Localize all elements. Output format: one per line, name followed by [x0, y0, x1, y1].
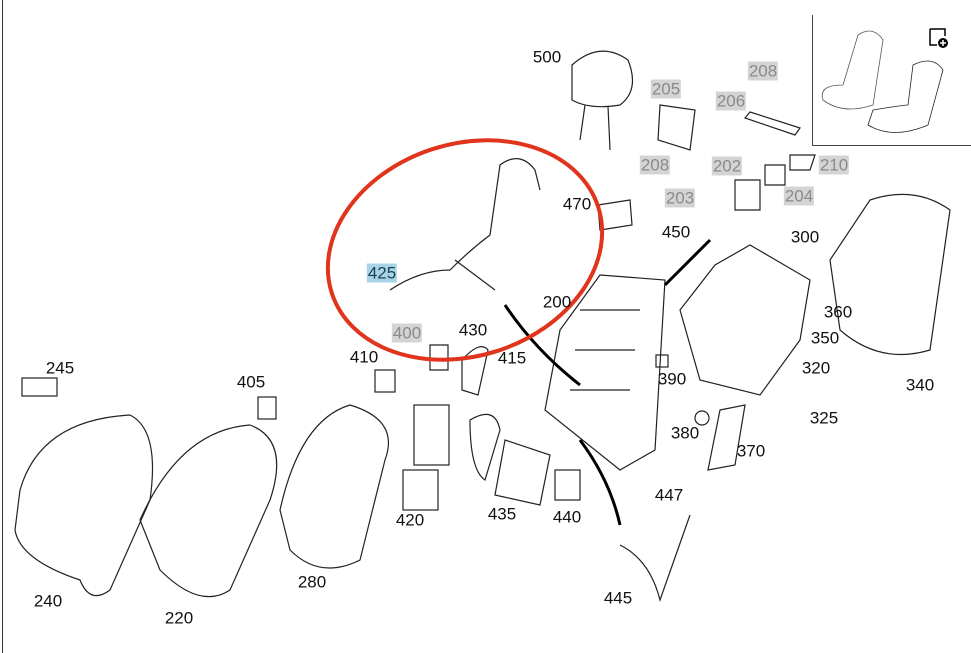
callout-320[interactable]: 320	[801, 358, 831, 378]
part-cushion-280	[279, 404, 389, 569]
part-415	[461, 346, 489, 396]
part-440	[554, 469, 581, 501]
callout-280[interactable]: 280	[297, 572, 327, 592]
callout-220[interactable]: 220	[164, 608, 194, 628]
callout-206[interactable]: 206	[715, 91, 747, 111]
callout-340[interactable]: 340	[905, 375, 935, 395]
callout-360[interactable]: 360	[823, 302, 853, 322]
arrow-2	[578, 439, 622, 526]
callout-208[interactable]: 208	[639, 155, 671, 175]
part-202	[734, 179, 761, 211]
callout-435[interactable]: 435	[487, 504, 517, 524]
callout-440[interactable]: 440	[552, 507, 582, 527]
part-430	[429, 344, 449, 371]
overview-seat-ghost	[821, 30, 884, 110]
callout-500[interactable]: 500	[532, 47, 562, 67]
arrow-1	[503, 304, 581, 387]
callout-208[interactable]: 208	[747, 61, 779, 81]
callout-425[interactable]: 425	[366, 263, 398, 283]
zoom-in-icon[interactable]	[929, 28, 949, 48]
overview-seat	[867, 60, 944, 133]
callout-205[interactable]: 205	[650, 79, 682, 99]
overview-inset	[812, 15, 971, 146]
highlight-circle	[325, 138, 605, 362]
part-470	[597, 199, 633, 231]
part-420	[402, 469, 439, 511]
callout-470[interactable]: 470	[562, 194, 592, 214]
callout-445[interactable]: 445	[603, 588, 633, 608]
part-210	[789, 154, 816, 171]
callout-430[interactable]: 430	[458, 320, 488, 340]
part-206	[743, 111, 801, 136]
part-backrest-frame	[544, 274, 666, 471]
callout-240[interactable]: 240	[33, 591, 63, 611]
callout-450[interactable]: 450	[661, 222, 691, 242]
callout-210[interactable]: 210	[818, 155, 850, 175]
part-435	[494, 439, 551, 506]
arrow-3	[663, 238, 712, 287]
callout-325[interactable]: 325	[809, 408, 839, 428]
part-445	[619, 514, 691, 603]
callout-410[interactable]: 410	[349, 347, 379, 367]
callout-447[interactable]: 447	[654, 485, 684, 505]
callout-390[interactable]: 390	[657, 369, 687, 389]
part-headrest	[571, 50, 634, 151]
callout-203[interactable]: 203	[664, 188, 696, 208]
part-405	[257, 396, 277, 420]
callout-420[interactable]: 420	[395, 510, 425, 530]
callout-350[interactable]: 350	[810, 328, 840, 348]
part-400	[413, 404, 450, 466]
callout-405[interactable]: 405	[236, 372, 266, 392]
part-245	[21, 377, 58, 397]
part-415b	[469, 413, 501, 481]
part-390	[655, 354, 669, 368]
callout-200[interactable]: 200	[542, 292, 572, 312]
callout-380[interactable]: 380	[670, 423, 700, 443]
callout-370[interactable]: 370	[736, 441, 766, 461]
part-370	[707, 404, 746, 471]
part-cable-harness	[389, 158, 541, 291]
callout-415[interactable]: 415	[497, 348, 527, 368]
part-410	[374, 369, 396, 393]
callout-245[interactable]: 245	[45, 358, 75, 378]
part-204	[764, 164, 786, 186]
callout-202[interactable]: 202	[711, 156, 743, 176]
callout-204[interactable]: 204	[783, 186, 815, 206]
frame-border	[2, 0, 3, 653]
part-cushion-220	[139, 424, 278, 598]
part-cushion-240	[14, 414, 153, 597]
part-seat-back-cover	[829, 193, 951, 356]
callout-300[interactable]: 300	[790, 227, 820, 247]
part-back-panel	[679, 244, 811, 396]
callout-400[interactable]: 400	[391, 323, 423, 343]
part-380	[694, 410, 710, 426]
part-205	[657, 104, 696, 151]
